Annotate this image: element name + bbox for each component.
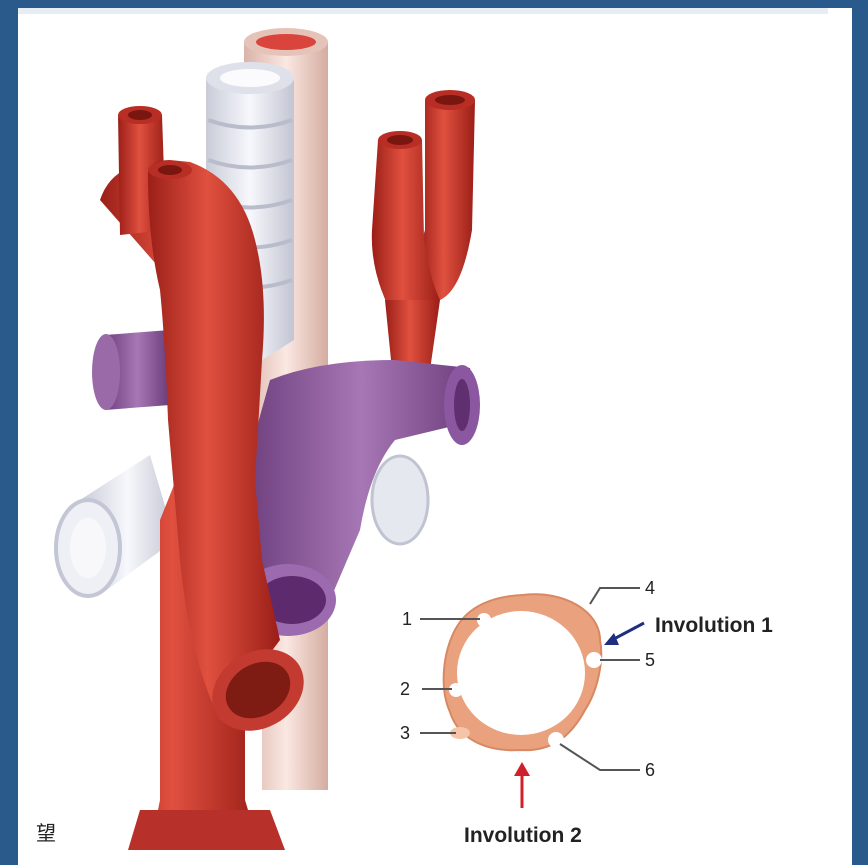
ring-hole-5	[586, 652, 602, 668]
right-arch-vessels	[372, 90, 475, 370]
involution-2-label: Involution 2	[464, 824, 582, 847]
left-bronchus	[56, 455, 175, 596]
ring-label-3: 3	[400, 723, 410, 743]
ring-label-6: 6	[645, 760, 655, 780]
ring-diagram	[420, 588, 644, 808]
ring-label-5: 5	[645, 650, 655, 670]
right-bronchus	[372, 456, 428, 544]
ring-label-4: 4	[645, 578, 655, 598]
pulmonary-vein	[240, 360, 480, 636]
involution-2-arrow	[514, 762, 530, 808]
involution-1-arrow	[604, 623, 644, 645]
involution-1-label: Involution 1	[655, 614, 773, 637]
ring-label-2: 2	[400, 679, 410, 699]
ring-label-1: 1	[402, 609, 412, 629]
left-vein-stub	[92, 330, 170, 410]
corner-mark: 望	[36, 822, 56, 845]
